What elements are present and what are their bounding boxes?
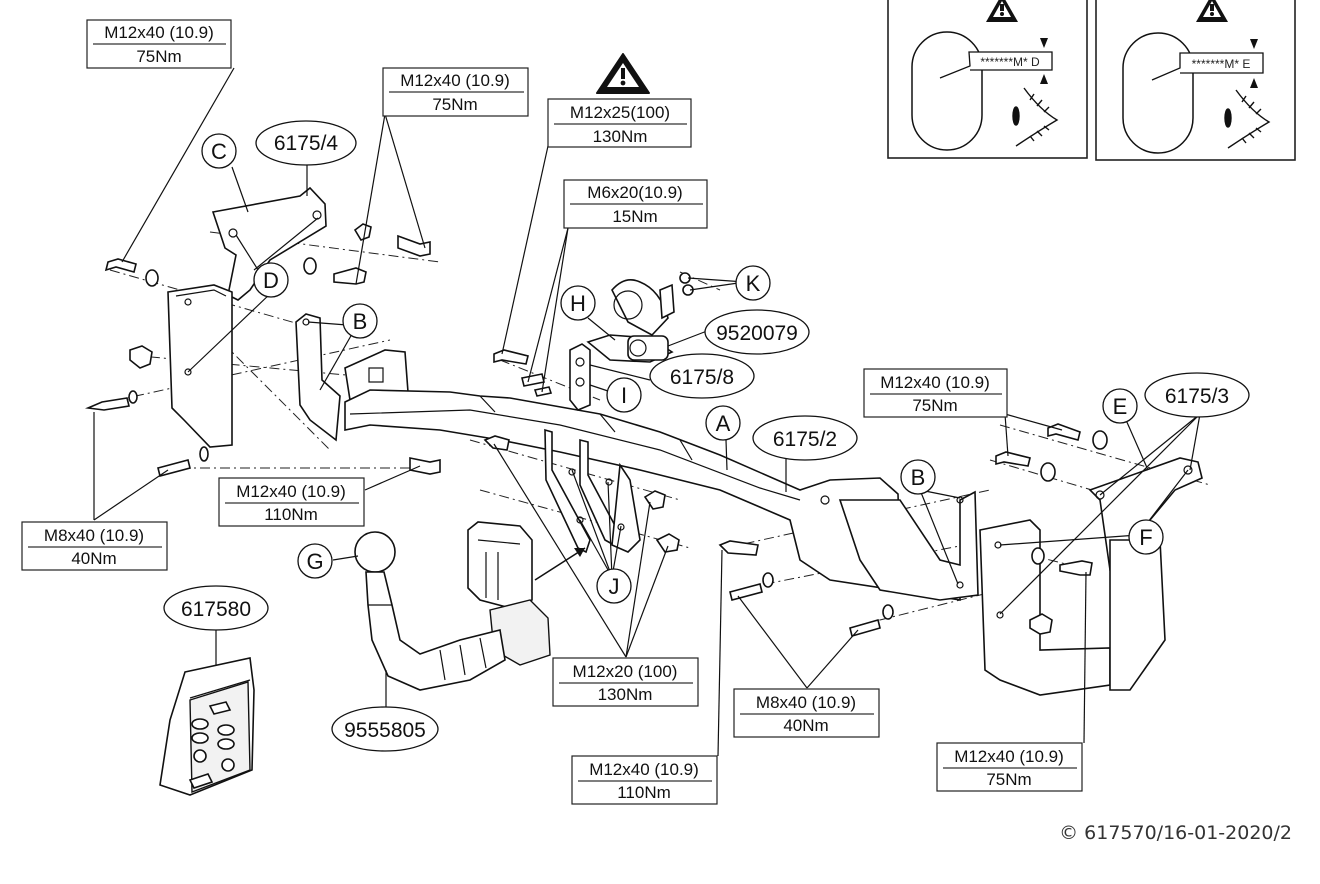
callout-c: C — [201, 133, 237, 169]
copyright-footer: © 617570/16-01-2020/2 — [1059, 822, 1292, 844]
spec-bolt: M12x40 (10.9) — [589, 760, 699, 779]
spec-torque: 75Nm — [912, 396, 957, 415]
svg-text:C: C — [211, 139, 227, 164]
spec-box: M8x40 (10.9) 40Nm — [21, 521, 168, 571]
warning-panel-d: *******M* D — [887, 0, 1088, 159]
svg-text:H: H — [570, 291, 586, 316]
svg-text:6175/8: 6175/8 — [670, 366, 734, 389]
spec-box: M12x20 (100) 130Nm — [552, 657, 699, 707]
spec-torque: 15Nm — [612, 207, 657, 226]
bolts-left — [84, 223, 441, 477]
warning-triangle-icon — [986, 0, 1018, 22]
spec-box: M12x40 (10.9) 75Nm — [86, 19, 232, 69]
callout-i: I — [606, 377, 642, 413]
spec-torque: 75Nm — [986, 770, 1031, 789]
vin-label-d: *******M* D — [980, 55, 1040, 69]
spec-torque: 110Nm — [617, 783, 671, 802]
spec-bolt: M6x20(10.9) — [587, 183, 682, 202]
svg-text:9555805: 9555805 — [344, 719, 426, 742]
callout-f: F — [1128, 519, 1164, 555]
svg-text:K: K — [746, 271, 761, 296]
spec-box: M12x40 (10.9) 75Nm — [863, 368, 1008, 418]
bracket-left-plate — [167, 284, 233, 448]
callout-g: G — [297, 543, 333, 579]
spec-bolt: M8x40 (10.9) — [756, 693, 856, 712]
spec-bolt: M12x25(100) — [570, 103, 670, 122]
eye-icon — [1224, 89, 1271, 149]
svg-text:G: G — [306, 549, 323, 574]
spec-box: M8x40 (10.9) 40Nm — [733, 688, 880, 738]
bracket-f-right-plate — [956, 496, 1166, 696]
callout-d: D — [253, 262, 289, 298]
spec-bolt: M12x20 (100) — [573, 662, 678, 681]
socket-9520079 — [627, 335, 669, 361]
svg-text:F: F — [1139, 525, 1152, 550]
hardware-kit-617580 — [159, 657, 255, 796]
leader-lines — [93, 67, 1201, 757]
svg-text:6175/3: 6175/3 — [1165, 385, 1229, 408]
callout-k: K — [735, 265, 771, 301]
part-number-6175-4: 6175/4 — [255, 120, 357, 166]
callout-e: E — [1102, 388, 1138, 424]
spec-torque: 75Nm — [432, 95, 477, 114]
svg-text:E: E — [1113, 394, 1128, 419]
callout-j: J — [596, 568, 632, 604]
vin-label-e: *******M* E — [1192, 57, 1251, 71]
spec-box: M12x40 (10.9) 110Nm — [571, 755, 718, 805]
spec-torque: 75Nm — [136, 47, 181, 66]
svg-text:9520079: 9520079 — [716, 322, 798, 345]
spec-torque: 110Nm — [264, 505, 318, 524]
svg-text:6175/2: 6175/2 — [773, 428, 837, 451]
spec-box: M12x40 (10.9) 75Nm — [936, 742, 1083, 792]
spec-box: M6x20(10.9) 15Nm — [563, 179, 708, 229]
spec-bolt: M12x40 (10.9) — [236, 482, 346, 501]
spec-box: M12x40 (10.9) 75Nm — [382, 67, 529, 117]
spec-torque: 40Nm — [783, 716, 828, 735]
part-number-6175-2: 6175/2 — [752, 415, 858, 461]
eye-icon — [1012, 87, 1059, 147]
spec-box-warning: M12x25(100) 130Nm — [547, 53, 692, 148]
spec-bolt: M12x40 (10.9) — [104, 23, 214, 42]
bracket-i-6175-8 — [569, 343, 591, 411]
part-number-617580: 617580 — [163, 585, 269, 631]
callout-a: A — [705, 405, 741, 441]
callout-b-right: B — [900, 459, 936, 495]
bolts-socket — [493, 272, 694, 397]
towball-g-9555805 — [354, 531, 506, 691]
bolts-right — [718, 423, 1108, 637]
part-number-9520079: 9520079 — [704, 309, 810, 355]
spec-box: M12x40 (10.9) 110Nm — [218, 477, 365, 527]
svg-text:B: B — [353, 309, 368, 334]
callout-h: H — [560, 285, 596, 321]
spec-torque: 130Nm — [593, 127, 648, 146]
svg-text:I: I — [621, 383, 627, 408]
warning-panel-e: *******M* E — [1095, 0, 1296, 161]
svg-text:D: D — [263, 268, 279, 293]
spec-bolt: M8x40 (10.9) — [44, 526, 144, 545]
brackets-j — [483, 428, 680, 554]
svg-text:J: J — [609, 574, 620, 599]
svg-text:A: A — [716, 411, 731, 436]
crossbar-a-6175-2 — [344, 389, 979, 601]
warning-triangle-icon — [1196, 0, 1228, 22]
part-number-9555805: 9555805 — [331, 706, 439, 752]
warning-triangle-icon — [596, 53, 650, 94]
spec-bolt: M12x40 (10.9) — [954, 747, 1064, 766]
part-number-6175-3: 6175/3 — [1144, 372, 1250, 418]
bracket-b-left — [295, 313, 409, 442]
spec-torque: 130Nm — [598, 685, 653, 704]
part-number-6175-8: 6175/8 — [649, 353, 755, 399]
electrical-module — [467, 521, 586, 666]
spec-bolt: M12x40 (10.9) — [880, 373, 990, 392]
spec-bolt: M12x40 (10.9) — [400, 71, 510, 90]
svg-text:617580: 617580 — [181, 598, 251, 621]
spec-torque: 40Nm — [71, 549, 116, 568]
svg-text:6175/4: 6175/4 — [274, 132, 339, 155]
callout-b-left: B — [342, 303, 378, 339]
svg-text:B: B — [911, 465, 926, 490]
